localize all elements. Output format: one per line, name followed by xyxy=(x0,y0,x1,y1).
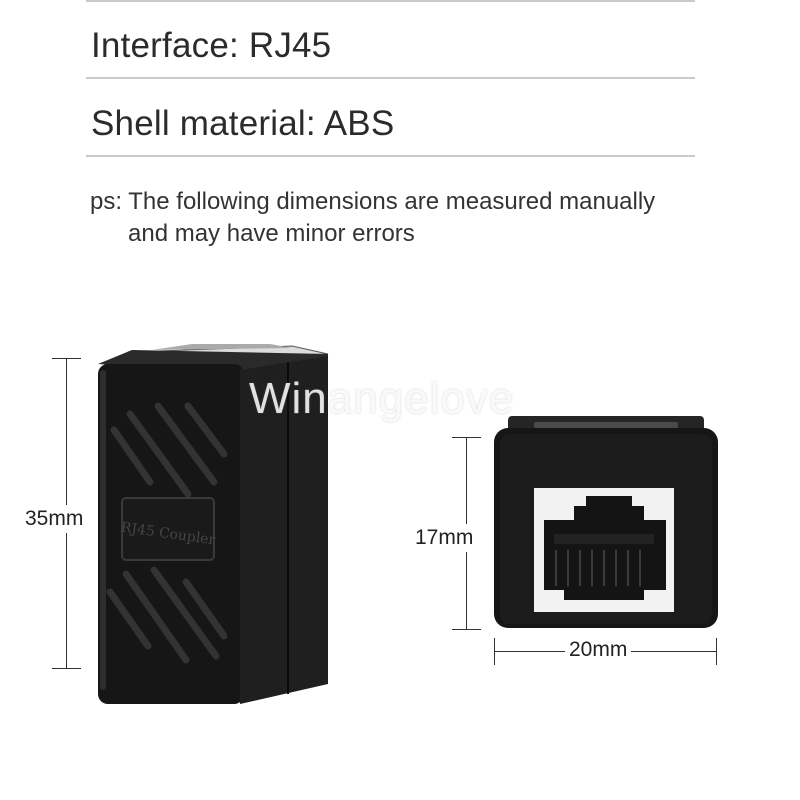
height-label-left: 35mm xyxy=(25,505,84,533)
coupler-side-view: RJ45 Coupler xyxy=(98,344,329,704)
height-dimension-cap-top-right xyxy=(452,437,481,438)
spec-interface: Interface: RJ45 xyxy=(91,26,332,65)
height-dimension-cap-bottom-left xyxy=(52,668,81,669)
measurement-note: ps: The following dimensions are measure… xyxy=(90,186,655,250)
width-label: 20mm xyxy=(565,638,632,662)
divider-2 xyxy=(86,155,695,157)
height-label-right: 17mm xyxy=(415,524,474,552)
height-dimension-cap-bottom-right xyxy=(452,629,481,630)
spec-shell-material: Shell material: ABS xyxy=(91,104,395,143)
divider-1 xyxy=(86,77,695,79)
watermark: Winangelove xyxy=(249,374,515,423)
width-dimension-cap-left xyxy=(494,638,495,665)
coupler-front-view xyxy=(494,416,718,628)
width-dimension-cap-right xyxy=(716,638,717,665)
note-line-1: ps: The following dimensions are measure… xyxy=(90,188,656,215)
top-divider xyxy=(86,0,695,2)
height-dimension-cap-top-left xyxy=(52,358,81,359)
note-line-2: and may have minor errors xyxy=(128,220,415,247)
